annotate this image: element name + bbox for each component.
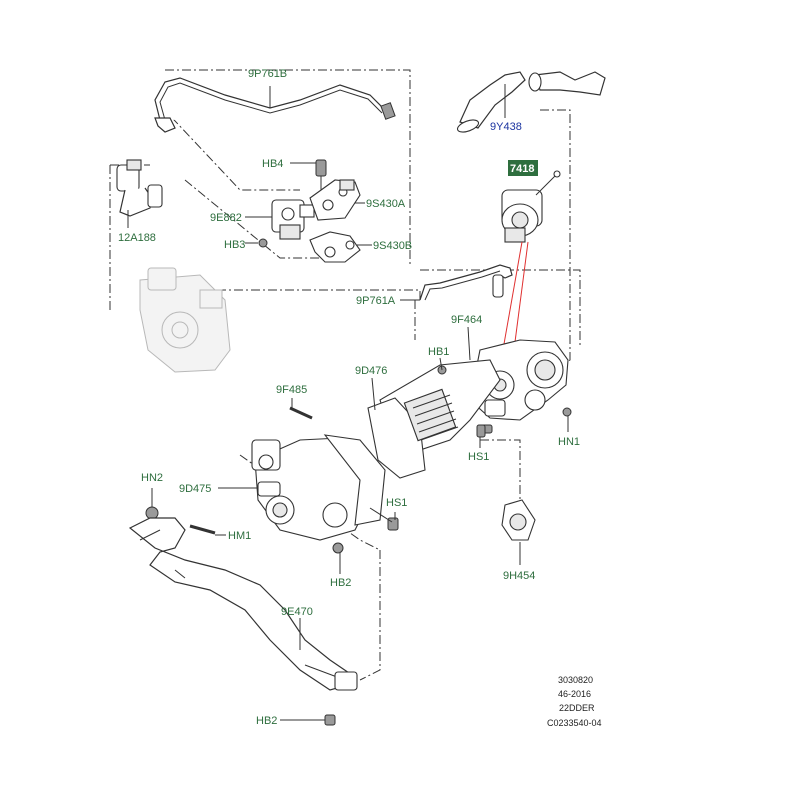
gasket-9H454 [501, 499, 536, 565]
ref-line-2: 46-2016 [558, 689, 591, 699]
leader-lines [215, 162, 481, 721]
callout-9D475[interactable]: 9D475 [179, 483, 211, 495]
callout-9D476[interactable]: 9D476 [355, 365, 387, 377]
callout-9P761B[interactable]: 9P761B [248, 68, 287, 80]
callout-9Y438[interactable]: 9Y438 [490, 121, 522, 133]
valve-9E882 [258, 159, 327, 248]
callout-9H454[interactable]: 9H454 [503, 570, 535, 582]
ghost-pump [139, 267, 231, 373]
egr-valve-9F464 [469, 339, 572, 421]
callout-9P761A[interactable]: 9P761A [356, 295, 396, 307]
callout-9F485[interactable]: 9F485 [276, 384, 307, 396]
bracket-9S430B [309, 231, 361, 263]
throttle-9D475 [251, 434, 386, 554]
callout-HM1[interactable]: HM1 [228, 530, 251, 542]
callout-12A188[interactable]: 12A188 [118, 232, 156, 244]
ref-line-4: C0233540-04 [547, 718, 602, 728]
highlight-box-7418 [508, 160, 538, 176]
dashed-guides [109, 69, 581, 681]
actuator-7418 [494, 170, 561, 396]
stud-9F485 [289, 406, 313, 420]
callout-HB2-upper[interactable]: HB2 [330, 577, 351, 589]
stud-HM1 [189, 524, 216, 535]
reference-block: 3030820 46-2016 22DDER C0233540-04 [547, 675, 602, 728]
ref-line-1: 3030820 [558, 675, 593, 685]
callout-9E882[interactable]: 9E882 [210, 212, 242, 224]
callout-HS1-upper[interactable]: HS1 [468, 451, 489, 463]
bracket-9S430A [309, 179, 361, 221]
nuts [145, 416, 569, 520]
pipe-9E470 [128, 517, 358, 726]
callout-9E470[interactable]: 9E470 [281, 606, 313, 618]
pipe-9P761B [154, 77, 396, 133]
callout-HS1-lower[interactable]: HS1 [386, 497, 407, 509]
callout-7418[interactable]: 7418 [510, 163, 534, 175]
ref-line-3: 22DDER [559, 703, 595, 713]
callout-HB4[interactable]: HB4 [262, 158, 283, 170]
callout-9S430B[interactable]: 9S430B [373, 240, 412, 252]
callout-HN1[interactable]: HN1 [558, 436, 580, 448]
callout-HB2-lower[interactable]: HB2 [256, 715, 277, 727]
callout-HN2[interactable]: HN2 [141, 472, 163, 484]
callout-labels: 9P761B 9Y438 7418 HB4 9E882 9S430A 12A18… [118, 68, 580, 727]
callout-9S430A[interactable]: 9S430A [366, 198, 406, 210]
callout-HB1[interactable]: HB1 [428, 346, 449, 358]
callout-HB3[interactable]: HB3 [224, 239, 245, 251]
pipe-9P761A [419, 264, 513, 301]
sensor-12A188 [116, 159, 163, 228]
hose-9Y438 [456, 71, 606, 133]
callout-9F464[interactable]: 9F464 [451, 314, 482, 326]
bolts-HS1 [369, 424, 486, 531]
